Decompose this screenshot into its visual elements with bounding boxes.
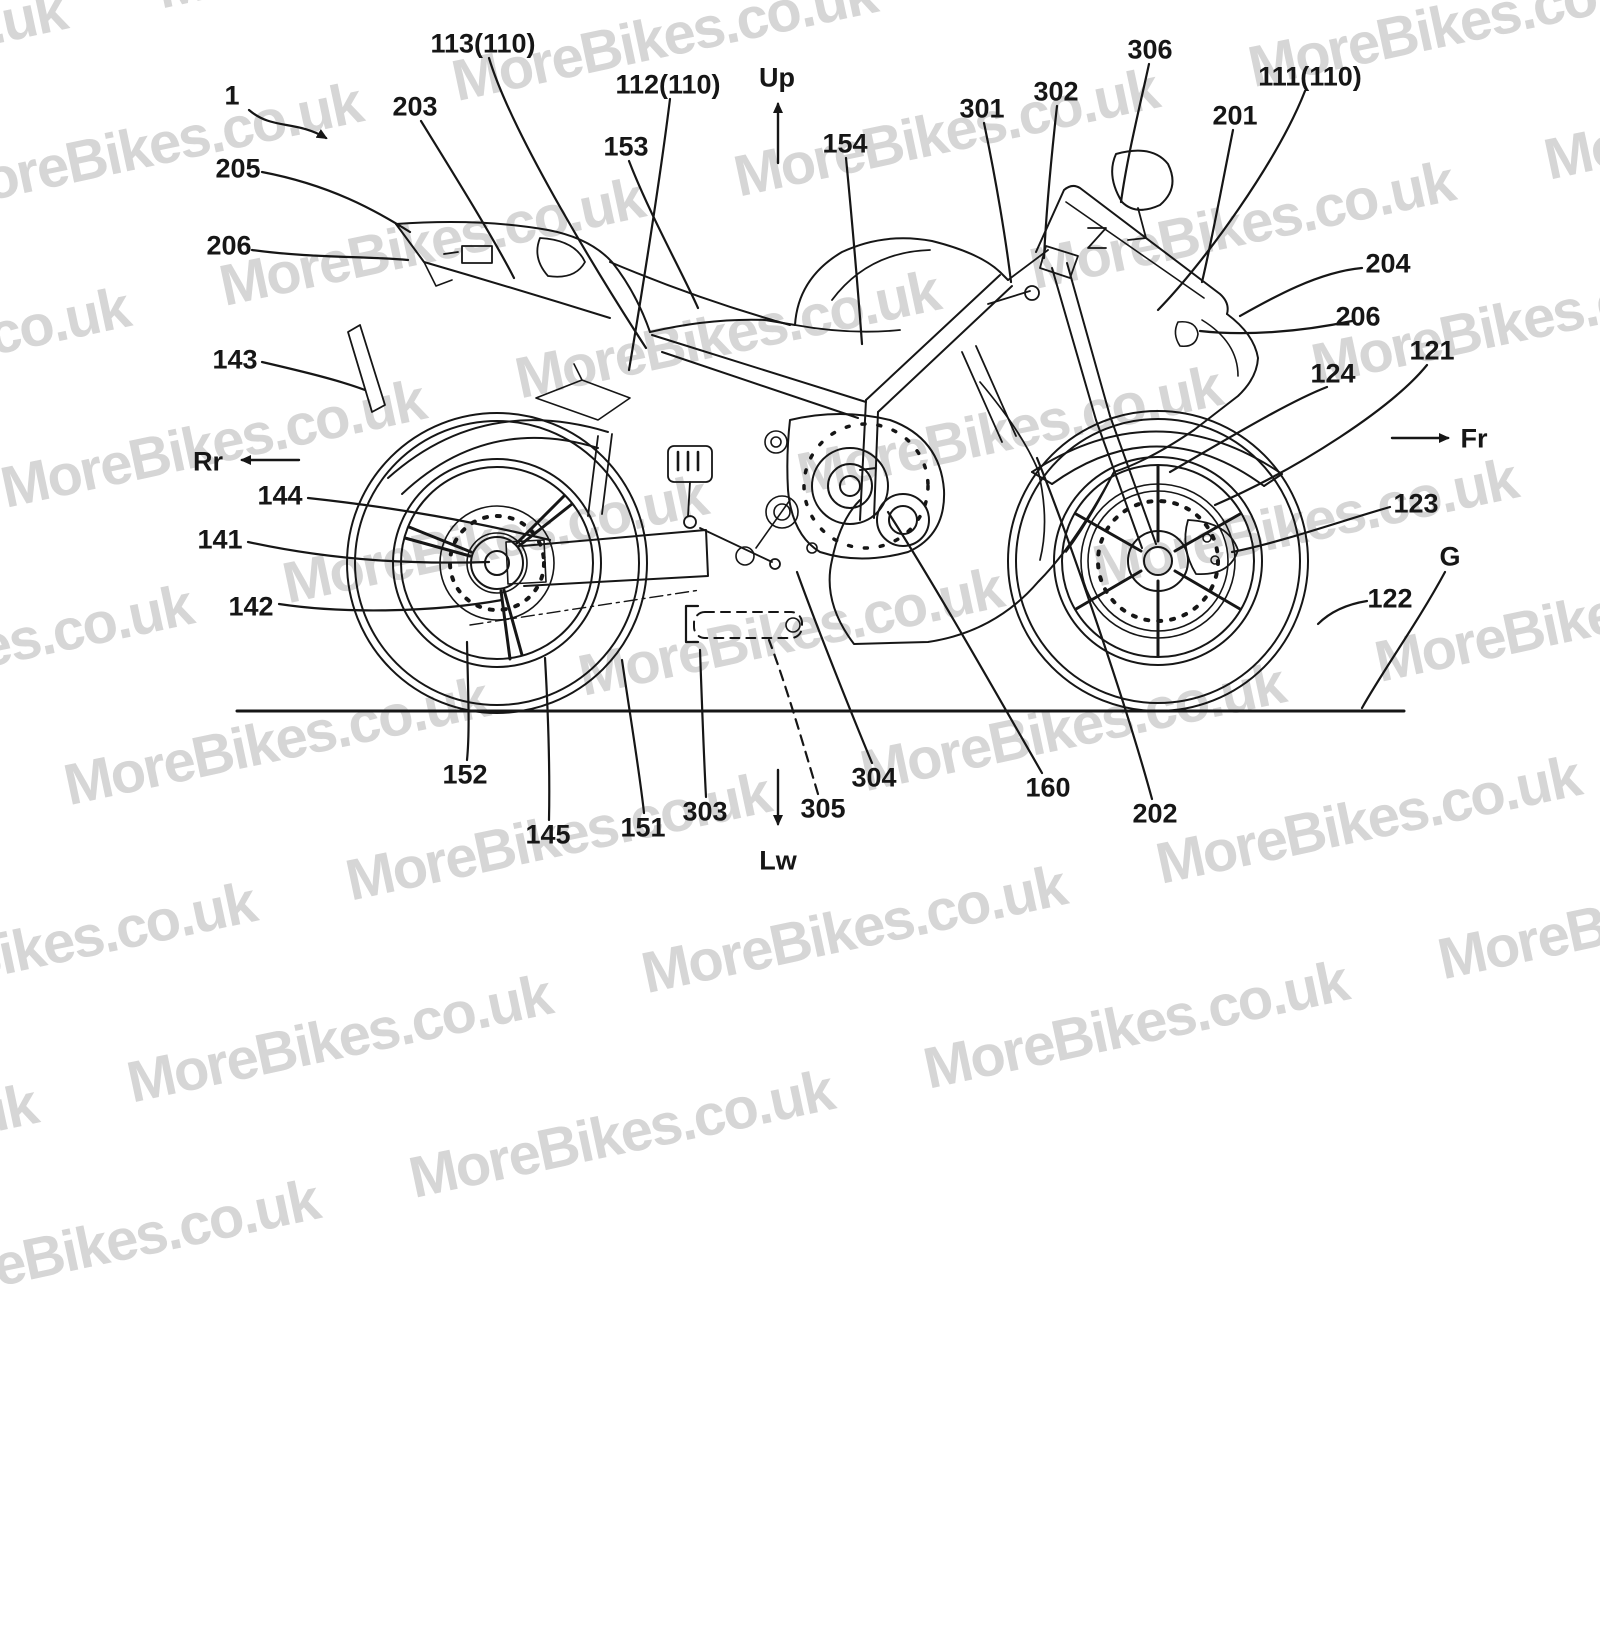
front-spokes — [1074, 464, 1242, 658]
leader-122 — [1316, 599, 1369, 626]
leader-206-left — [250, 248, 410, 262]
watermark-text: MoreBikes.co.uk — [403, 1057, 839, 1211]
headlight-edge — [1201, 319, 1239, 377]
front-cowl — [1035, 149, 1259, 431]
leader-203 — [419, 119, 516, 280]
leader-111 — [1156, 89, 1307, 312]
leader-G — [1360, 570, 1447, 710]
swingarm — [469, 529, 709, 626]
leader-205 — [260, 170, 412, 234]
front-brake-caliper — [1184, 519, 1239, 575]
frame — [651, 274, 1017, 521]
axis-dash-dot-line — [469, 589, 701, 626]
steering-and-bars — [987, 227, 1107, 305]
leader-152 — [465, 640, 470, 762]
leader-121 — [1213, 363, 1429, 507]
windscreen — [1035, 184, 1229, 315]
watermark-text: MoreBikes.co.uk — [121, 962, 557, 1116]
seat-rails — [651, 334, 867, 419]
rear-mudflap — [347, 324, 386, 413]
nose-fairing — [1193, 313, 1259, 431]
clutch-cover — [786, 413, 946, 560]
leader-145 — [543, 656, 551, 822]
leader-112 — [627, 97, 672, 372]
leader-201 — [1200, 128, 1235, 284]
leader-124 — [1168, 385, 1329, 474]
mirror-stalk — [1127, 207, 1147, 241]
shift-rod — [699, 527, 773, 563]
rear-spoke — [499, 588, 524, 661]
muffler-hidden-outline — [684, 604, 803, 644]
leader-153 — [627, 159, 700, 310]
leader-1-arrow — [247, 108, 328, 140]
orientation-arrows — [240, 102, 1450, 826]
side-fairing — [828, 381, 1195, 645]
leader-123 — [1230, 505, 1392, 554]
front-wheel — [1007, 410, 1309, 712]
leader-206-right — [1198, 319, 1354, 335]
leader-301 — [982, 121, 1013, 284]
leader-304 — [795, 570, 874, 765]
leader-204 — [1238, 266, 1364, 318]
tail-section — [347, 221, 791, 421]
fuel-tank — [794, 237, 1009, 326]
engine — [735, 413, 946, 566]
leader-113 — [487, 56, 648, 350]
front-fork — [1051, 262, 1239, 575]
motorcycle-patent-drawing — [235, 56, 1450, 826]
rear-wheel — [346, 412, 648, 714]
front-turn-signal — [1174, 320, 1199, 348]
rear-turn-signal — [443, 245, 493, 264]
leader-306 — [1119, 62, 1151, 204]
watermark-text: MoreBikes.co.uk — [0, 1071, 43, 1225]
leader-142 — [277, 598, 504, 612]
main-frame-spar — [865, 274, 1013, 413]
leader-154 — [844, 156, 864, 346]
leader-303 — [698, 648, 708, 799]
watermark-text: MoreBikes.co.uk — [0, 1166, 325, 1321]
cover-bolts — [802, 422, 930, 550]
mirror — [1111, 149, 1174, 211]
clip-on-bar — [987, 290, 1031, 305]
tail-light — [536, 237, 586, 278]
heel-guard-slots — [676, 450, 700, 472]
watermark-text: MoreBikes.co.uk — [917, 948, 1353, 1102]
leader-305-dashed — [767, 638, 820, 796]
rear-spoke — [403, 525, 473, 558]
passenger-peg-bracket — [535, 363, 631, 421]
leader-lines — [246, 56, 1447, 822]
leader-302 — [1042, 104, 1059, 260]
leader-144 — [306, 496, 552, 542]
leader-151 — [620, 658, 646, 815]
rear-fender-shock — [387, 419, 613, 517]
front-fender — [1031, 430, 1283, 487]
seat-and-tank — [649, 237, 1009, 333]
leader-160 — [886, 510, 1044, 775]
footrest-assembly — [667, 445, 781, 570]
leader-202 — [1035, 456, 1154, 801]
leader-143 — [260, 360, 367, 392]
leader-141 — [246, 540, 491, 564]
